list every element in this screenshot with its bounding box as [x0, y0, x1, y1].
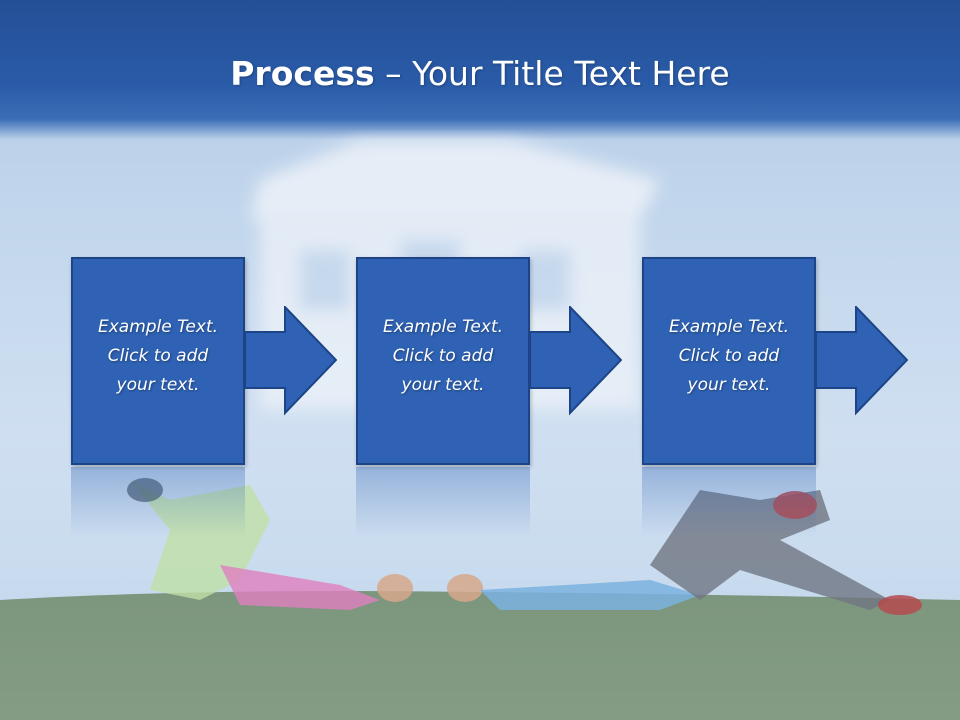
grass-scene-image — [0, 478, 960, 720]
arrow-right-icon — [816, 306, 908, 416]
step-2-reflection — [356, 467, 530, 537]
step-3-line-1: Example Text. — [668, 317, 790, 337]
step-2-line-2: Click to add — [392, 346, 494, 366]
step-3-text[interactable]: Example Text. Click to add your text. — [644, 313, 814, 400]
step-1-line-1: Example Text. — [97, 317, 219, 337]
step-1-line-2: Click to add — [107, 346, 209, 366]
header-band — [0, 0, 960, 140]
step-1-line-3: your text. — [116, 375, 200, 395]
process-step-1[interactable]: Example Text. Click to add your text. — [71, 257, 245, 465]
step-3-line-2: Click to add — [678, 346, 780, 366]
slide-title[interactable]: Process – Your Title Text Here — [0, 52, 960, 96]
step-3-reflection — [642, 467, 816, 537]
title-rest: – Your Title Text Here — [374, 54, 730, 93]
step-3-line-3: your text. — [687, 375, 771, 395]
step-2-line-1: Example Text. — [382, 317, 504, 337]
title-bold: Process — [230, 54, 375, 93]
step-2-line-3: your text. — [401, 375, 485, 395]
arrow-right-icon — [245, 306, 337, 416]
step-1-reflection — [71, 467, 245, 537]
step-2-text[interactable]: Example Text. Click to add your text. — [358, 313, 528, 400]
process-step-2[interactable]: Example Text. Click to add your text. — [356, 257, 530, 465]
arrow-right-icon — [530, 306, 622, 416]
step-1-text[interactable]: Example Text. Click to add your text. — [73, 313, 243, 400]
process-step-3[interactable]: Example Text. Click to add your text. — [642, 257, 816, 465]
